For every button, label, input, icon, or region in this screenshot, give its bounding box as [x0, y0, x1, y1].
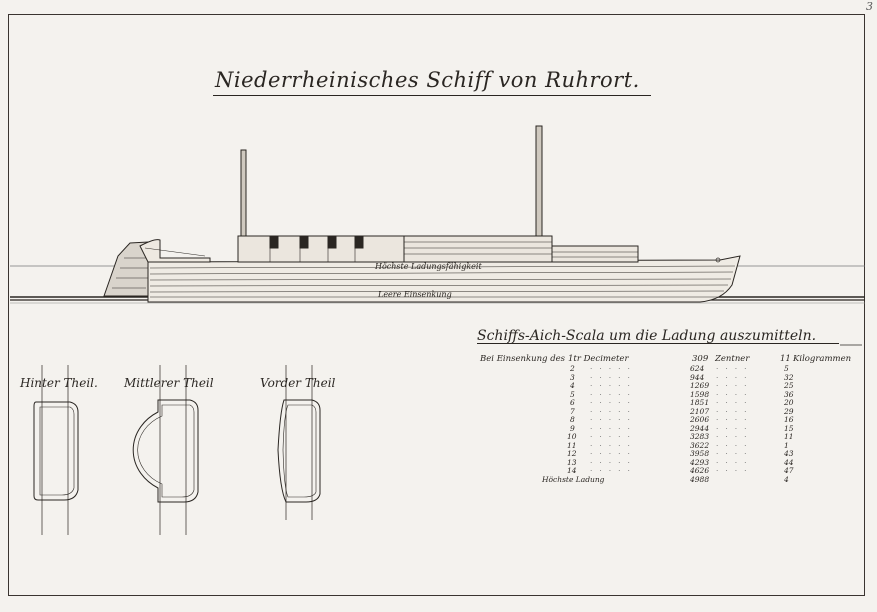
upper-waterline-label: Höchste Ladungsfähigkeit: [375, 262, 482, 271]
section-label-middle: Mittlerer Theil: [124, 376, 214, 390]
scale-head-kilogramm: Kilogrammen: [793, 354, 852, 364]
cross-sections: [33, 365, 321, 535]
table-row: 8·····2606····16: [570, 415, 794, 424]
title-underline: [213, 95, 651, 96]
table-row: 14·····4626····47: [567, 466, 794, 475]
table-row: 5·····1598····36: [570, 389, 794, 399]
table-row: 11·····3622····1: [567, 440, 789, 450]
table-row: 2·····624····5: [570, 364, 789, 373]
lower-waterline-label: Leere Einsenkung: [378, 290, 452, 299]
table-row: 9·····2944····15: [570, 423, 794, 433]
scale-head-kg-value: 11: [780, 354, 791, 364]
section-middle: [132, 365, 199, 535]
table-row: 13·····4293····44: [567, 457, 794, 467]
section-label-rear: Hinter Theil.: [20, 376, 98, 390]
table-row: 12·····3958····43: [567, 449, 794, 458]
front-mast: [535, 125, 543, 237]
section-rear: [33, 365, 79, 535]
stern-cabin: [139, 239, 211, 263]
page-number: 3: [866, 0, 873, 13]
plate-border: [8, 14, 865, 596]
scale-title-underline: [477, 343, 839, 344]
scale-head-zentner: Zentner: [715, 354, 750, 364]
scale-head-first: 1tr Decimeter: [568, 354, 629, 364]
cargo-house: [237, 235, 405, 263]
table-row: 4·····1269····25: [570, 381, 794, 390]
scale-head-immersion: Bei Einsenkung des: [480, 354, 566, 364]
table-row: 3·····944····32: [570, 372, 794, 382]
rear-mast: [240, 149, 247, 237]
section-front: [277, 365, 321, 520]
section-label-front: Vorder Theil: [260, 376, 336, 390]
scale-head-first-value: 309: [692, 354, 709, 364]
table-row: 7·····2107····29: [570, 406, 794, 416]
table-row: 6·····1851····20: [570, 398, 794, 407]
page-title: Niederrheinisches Schiff von Ruhrort.: [215, 68, 640, 92]
scale-title: Schiffs-Aich-Scala um die Ladung auszumi…: [477, 328, 817, 344]
table-row: 10·····3283····11: [567, 432, 794, 441]
rudder: [103, 241, 151, 297]
